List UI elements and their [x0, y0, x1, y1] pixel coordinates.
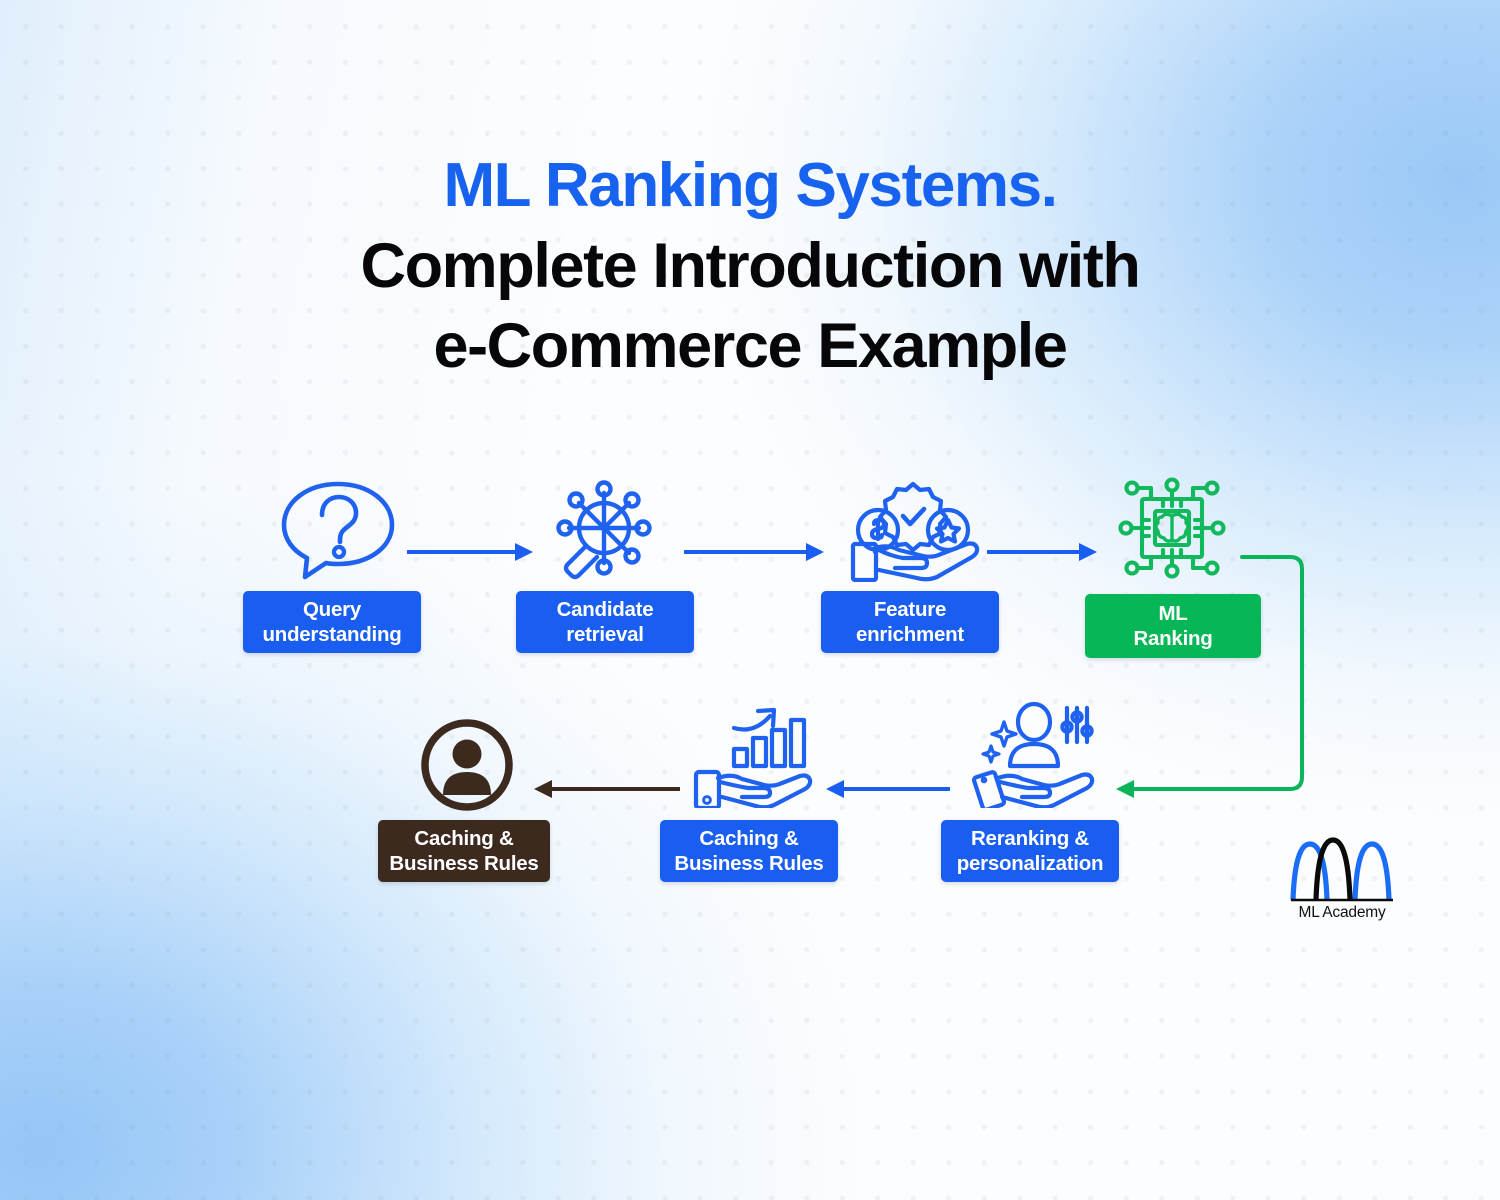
node-label-line2: Ranking [1133, 627, 1213, 650]
arrow-feature-to-ranking [987, 543, 1097, 561]
node-user-output[interactable]: Caching & Business Rules [378, 820, 550, 882]
node-label-line1: Candidate [556, 597, 654, 621]
brand-logo[interactable]: ML Academy [1283, 830, 1401, 930]
title-line-1: ML Ranking Systems. [443, 151, 1058, 220]
node-query-understanding[interactable]: Query understanding [243, 591, 421, 653]
arrow-ranking-to-reranking [1240, 555, 1304, 791]
network-node-magnifier-icon [556, 480, 652, 580]
node-label-line2: Business Rules [674, 852, 824, 875]
brand-name: ML Academy [1298, 904, 1386, 921]
title-line-3: e-Commerce Example [433, 311, 1068, 381]
speech-bubble-question-icon [281, 481, 395, 580]
arrow-candidate-to-feature [684, 543, 824, 561]
title-line-2: Complete Introduction with [360, 231, 1140, 301]
node-caching-business-rules[interactable]: Caching & Business Rules [660, 820, 838, 882]
node-label-line1: Caching & [414, 826, 514, 850]
node-label-line1: Feature [873, 597, 947, 621]
arrow-reranking-to-caching [826, 780, 950, 798]
arrow-query-to-candidate [407, 543, 533, 561]
node-reranking-personalization[interactable]: Reranking & personalization [941, 820, 1119, 882]
node-label-line1: ML [1158, 601, 1188, 625]
user-avatar-icon [421, 719, 513, 811]
node-label-line1: Caching & [699, 826, 799, 850]
arrow-ranking-to-reranking-tail [1116, 780, 1248, 798]
ai-chip-brain-icon [1118, 477, 1226, 579]
page-title: ML Ranking Systems. Complete Introductio… [0, 146, 1500, 386]
node-label-line2: enrichment [856, 623, 964, 646]
node-candidate-retrieval[interactable]: Candidate retrieval [516, 591, 694, 653]
node-ml-ranking[interactable]: ML Ranking [1085, 594, 1261, 658]
node-label-line2: retrieval [566, 623, 644, 646]
node-label-line1: Reranking & [970, 826, 1089, 850]
node-label-line2: personalization [956, 852, 1104, 875]
node-feature-enrichment[interactable]: Feature enrichment [821, 591, 999, 653]
node-label-line2: Business Rules [389, 852, 539, 875]
node-label-line2: understanding [262, 623, 402, 646]
arrow-caching-to-user [534, 780, 680, 798]
hand-holding-user-sliders-icon [972, 701, 1095, 808]
hand-holding-badges-icon [850, 481, 980, 582]
bell-curves-logo-icon [1290, 837, 1393, 902]
node-label-line1: Query [302, 597, 361, 621]
hand-holding-growth-chart-icon [693, 707, 813, 808]
